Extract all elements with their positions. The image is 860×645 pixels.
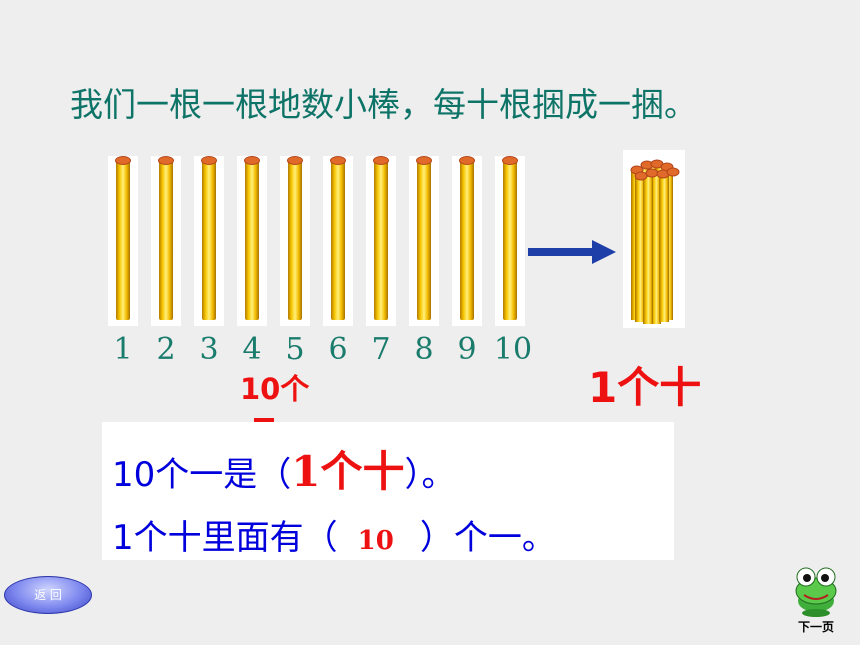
stick-number: 4: [242, 332, 262, 367]
ten-ones-underline: [254, 418, 274, 424]
one-ten-label: 1个十: [588, 363, 702, 412]
stick-cap: [201, 156, 217, 165]
counting-stick: [201, 156, 217, 320]
stick-number: 1: [113, 332, 133, 367]
counting-stick: [330, 156, 346, 320]
stick-cap: [373, 156, 389, 165]
ten-ones-label: 10个: [240, 372, 310, 406]
stick-number: 8: [414, 332, 434, 367]
frog-icon[interactable]: [788, 563, 844, 619]
instruction-title: 我们一根一根地数小棒，每十根捆成一捆。: [70, 85, 697, 124]
counting-stick: [373, 156, 389, 320]
stick-bundle-icon: [630, 159, 680, 324]
stick-number: 7: [371, 332, 391, 367]
answer-line-1: 10个一是（1个十）。: [112, 438, 456, 499]
stick-bundle: [623, 150, 685, 328]
answer-line-2-suffix: ）个一。: [419, 518, 556, 558]
stick-cap: [502, 156, 518, 165]
arrow-right-icon: [528, 240, 616, 264]
counting-stick: [459, 156, 475, 320]
stick-number: 10: [493, 332, 533, 367]
stick-number: 9: [457, 332, 477, 367]
counting-stick: [115, 156, 131, 320]
stick-cap: [287, 156, 303, 165]
stick-number: 5: [285, 332, 305, 367]
counting-stick: [416, 156, 432, 320]
stick-cap: [115, 156, 131, 165]
stick-cap: [158, 156, 174, 165]
stick-number: 6: [328, 332, 348, 367]
stick-cap: [330, 156, 346, 165]
back-button[interactable]: 返 回: [4, 576, 92, 614]
answer-line-2-prefix: 1个十里面有（: [112, 518, 338, 558]
answer-line-1-prefix: 10个一是（: [112, 455, 292, 495]
counting-stick: [244, 156, 260, 320]
counting-stick: [287, 156, 303, 320]
stick-number: 3: [199, 332, 219, 367]
stick-cap: [459, 156, 475, 165]
answer-line-2-answer: 10: [357, 526, 394, 556]
next-page-button[interactable]: 下一页: [797, 620, 834, 634]
answer-line-1-answer: 1个十: [291, 447, 405, 496]
stick-cap: [416, 156, 432, 165]
counting-stick: [502, 156, 518, 320]
stick-number: 2: [156, 332, 176, 367]
answer-box: 10个一是（1个十）。 1个十里面有（ 10 ）个一。: [102, 422, 674, 560]
answer-line-2: 1个十里面有（ 10 ）个一。: [112, 510, 556, 559]
counting-stick: [158, 156, 174, 320]
answer-line-1-suffix: ）。: [404, 455, 456, 495]
stick-cap: [244, 156, 260, 165]
